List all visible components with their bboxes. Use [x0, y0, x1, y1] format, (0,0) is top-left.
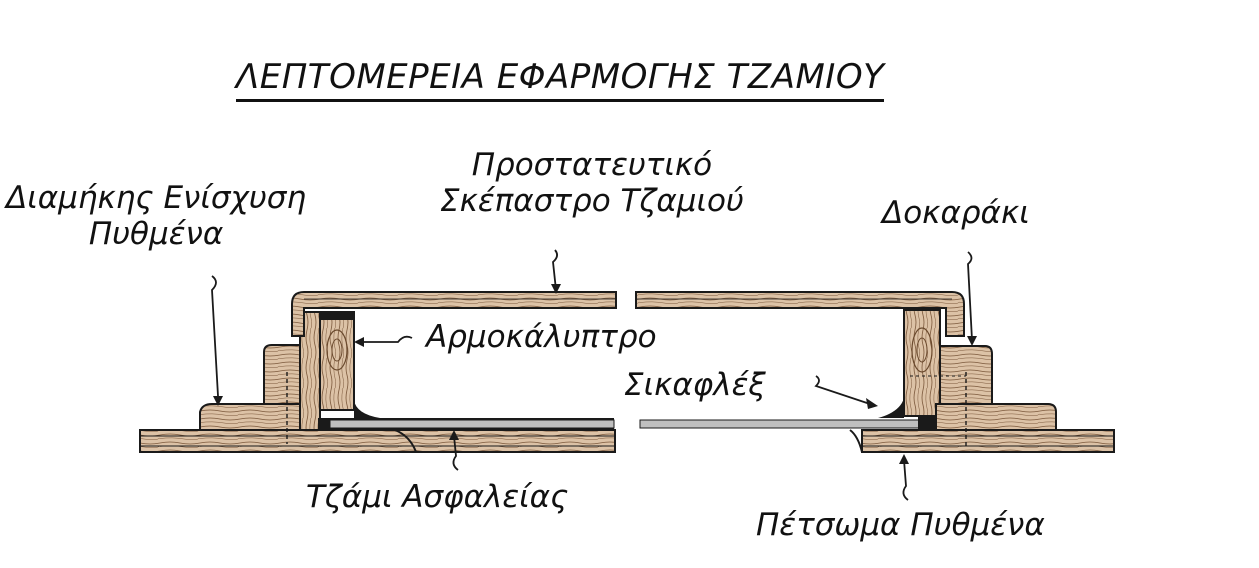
label-bottom-planking: Πέτσωμα Πυθμένα	[756, 507, 1045, 543]
safety-glass-left	[318, 418, 615, 453]
leader-lines	[211, 249, 977, 501]
sealant-right	[878, 398, 904, 418]
glass-cover-plate-right	[635, 291, 965, 337]
label-longitudinal-reinforcement-line1: Διαμήκης Ενίσχυση	[6, 180, 307, 216]
label-joint-cover: Αρμοκάλυπτρο	[426, 319, 657, 355]
label-glass-cover-line1: Προστατευτικό	[471, 147, 713, 183]
label-longitudinal-reinforcement: Διαμήκης Ενίσχυση Πυθμένα	[6, 180, 307, 252]
bottom-planking-left	[139, 429, 616, 453]
safety-glass-right	[639, 416, 936, 453]
label-sikaflex: Σικαφλέξ	[624, 367, 766, 403]
glass-cover-plate-left	[291, 291, 617, 337]
label-longitudinal-reinforcement-line2: Πυθμένα	[88, 215, 224, 252]
right-frame-block	[903, 309, 1057, 446]
longitudinal-reinforcement	[199, 403, 301, 431]
diagram-title: ΛΕΠΤΟΜΕΡΕΙΑ ΕΦΑΡΜΟΓΗΣ ΤΖΑΜΙΟΥ	[236, 57, 885, 103]
bottom-planking-right	[861, 429, 1115, 453]
label-safety-glass: Τζάμι Ασφαλείας	[306, 479, 569, 515]
label-glass-cover-line2: Σκέπαστρο Τζαμιού	[440, 182, 744, 219]
label-batten: Δοκαράκι	[882, 195, 1030, 231]
joint-cover-strip	[320, 312, 354, 320]
label-glass-cover: Προστατευτικό Σκέπαστρο Τζαμιού	[440, 147, 744, 219]
left-frame-block	[263, 311, 355, 444]
sealant-left	[354, 400, 380, 418]
